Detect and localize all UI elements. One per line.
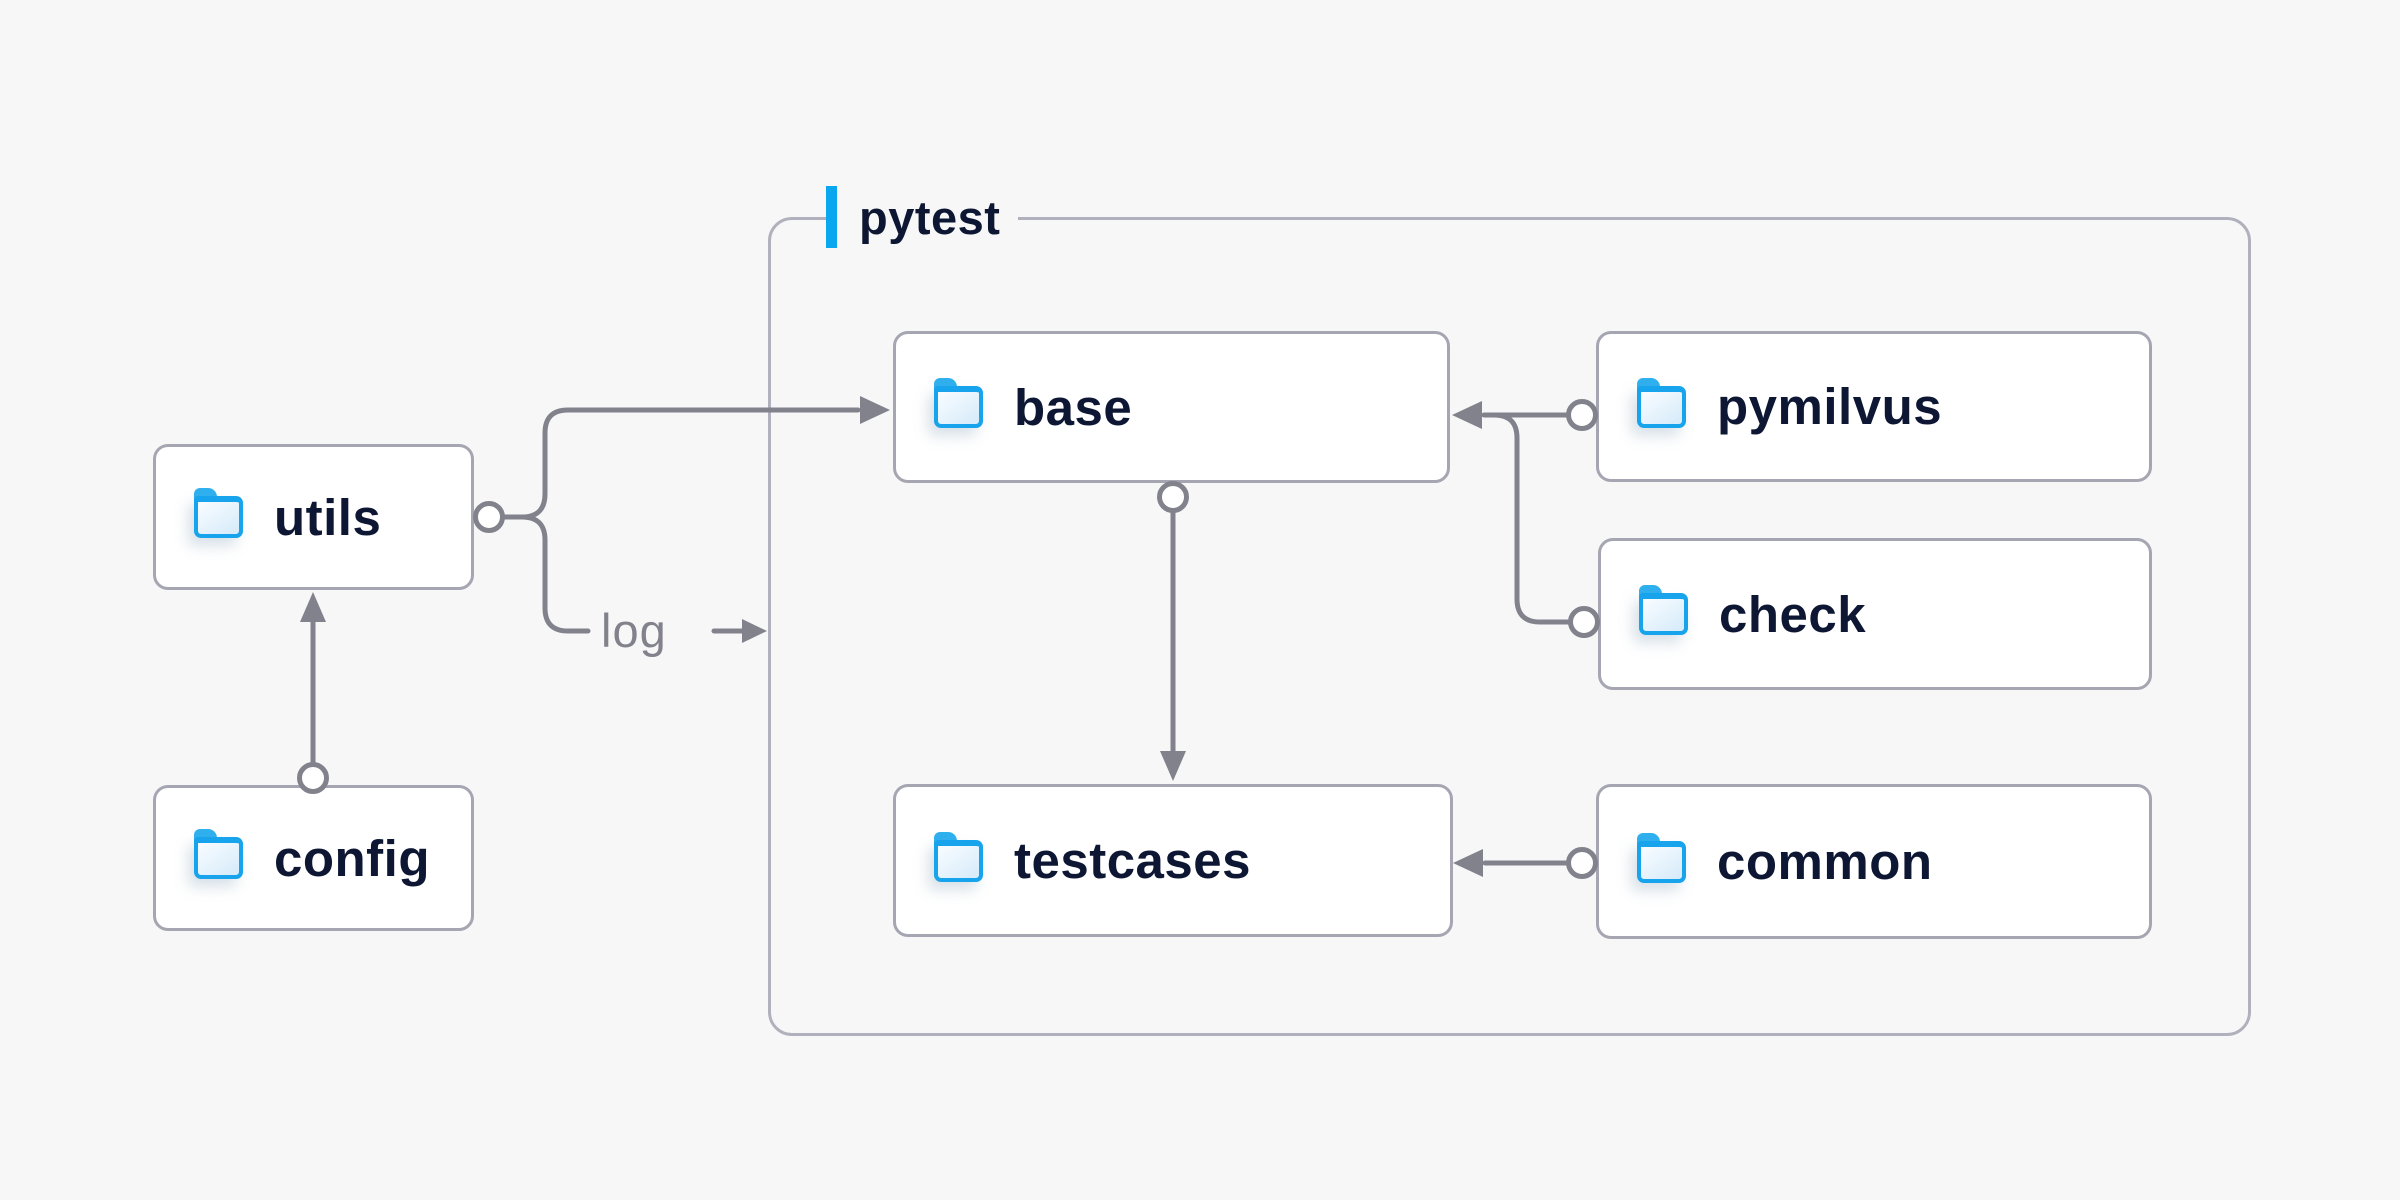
folder-icon xyxy=(194,829,243,879)
edge-config-to-utils xyxy=(297,592,329,794)
node-label: common xyxy=(1717,833,1933,890)
node-pymilvus: pymilvus xyxy=(1596,331,2152,482)
folder-icon xyxy=(1637,377,1686,428)
node-config: config xyxy=(153,785,474,931)
node-label: config xyxy=(274,829,430,887)
pytest-group-label: pytest xyxy=(826,186,1019,248)
node-check: check xyxy=(1598,538,2152,690)
edge-label-log: log xyxy=(601,604,667,657)
pytest-group-title: pytest xyxy=(859,190,1001,244)
node-label: utils xyxy=(274,488,382,546)
edge-origin-utils xyxy=(473,501,505,533)
node-common: common xyxy=(1596,784,2152,939)
node-label: base xyxy=(1014,378,1133,436)
node-utils: utils xyxy=(153,444,474,590)
pytest-group-container xyxy=(768,217,2251,1036)
folder-icon xyxy=(194,488,243,538)
folder-icon xyxy=(1637,832,1686,883)
accent-bar-icon xyxy=(826,186,837,248)
folder-icon xyxy=(934,378,983,428)
folder-icon xyxy=(1639,585,1688,635)
node-label: pymilvus xyxy=(1717,378,1943,435)
node-label: testcases xyxy=(1014,832,1252,889)
node-testcases: testcases xyxy=(893,784,1453,937)
node-label: check xyxy=(1719,585,1867,643)
folder-icon xyxy=(934,831,983,882)
node-base: base xyxy=(893,331,1450,483)
